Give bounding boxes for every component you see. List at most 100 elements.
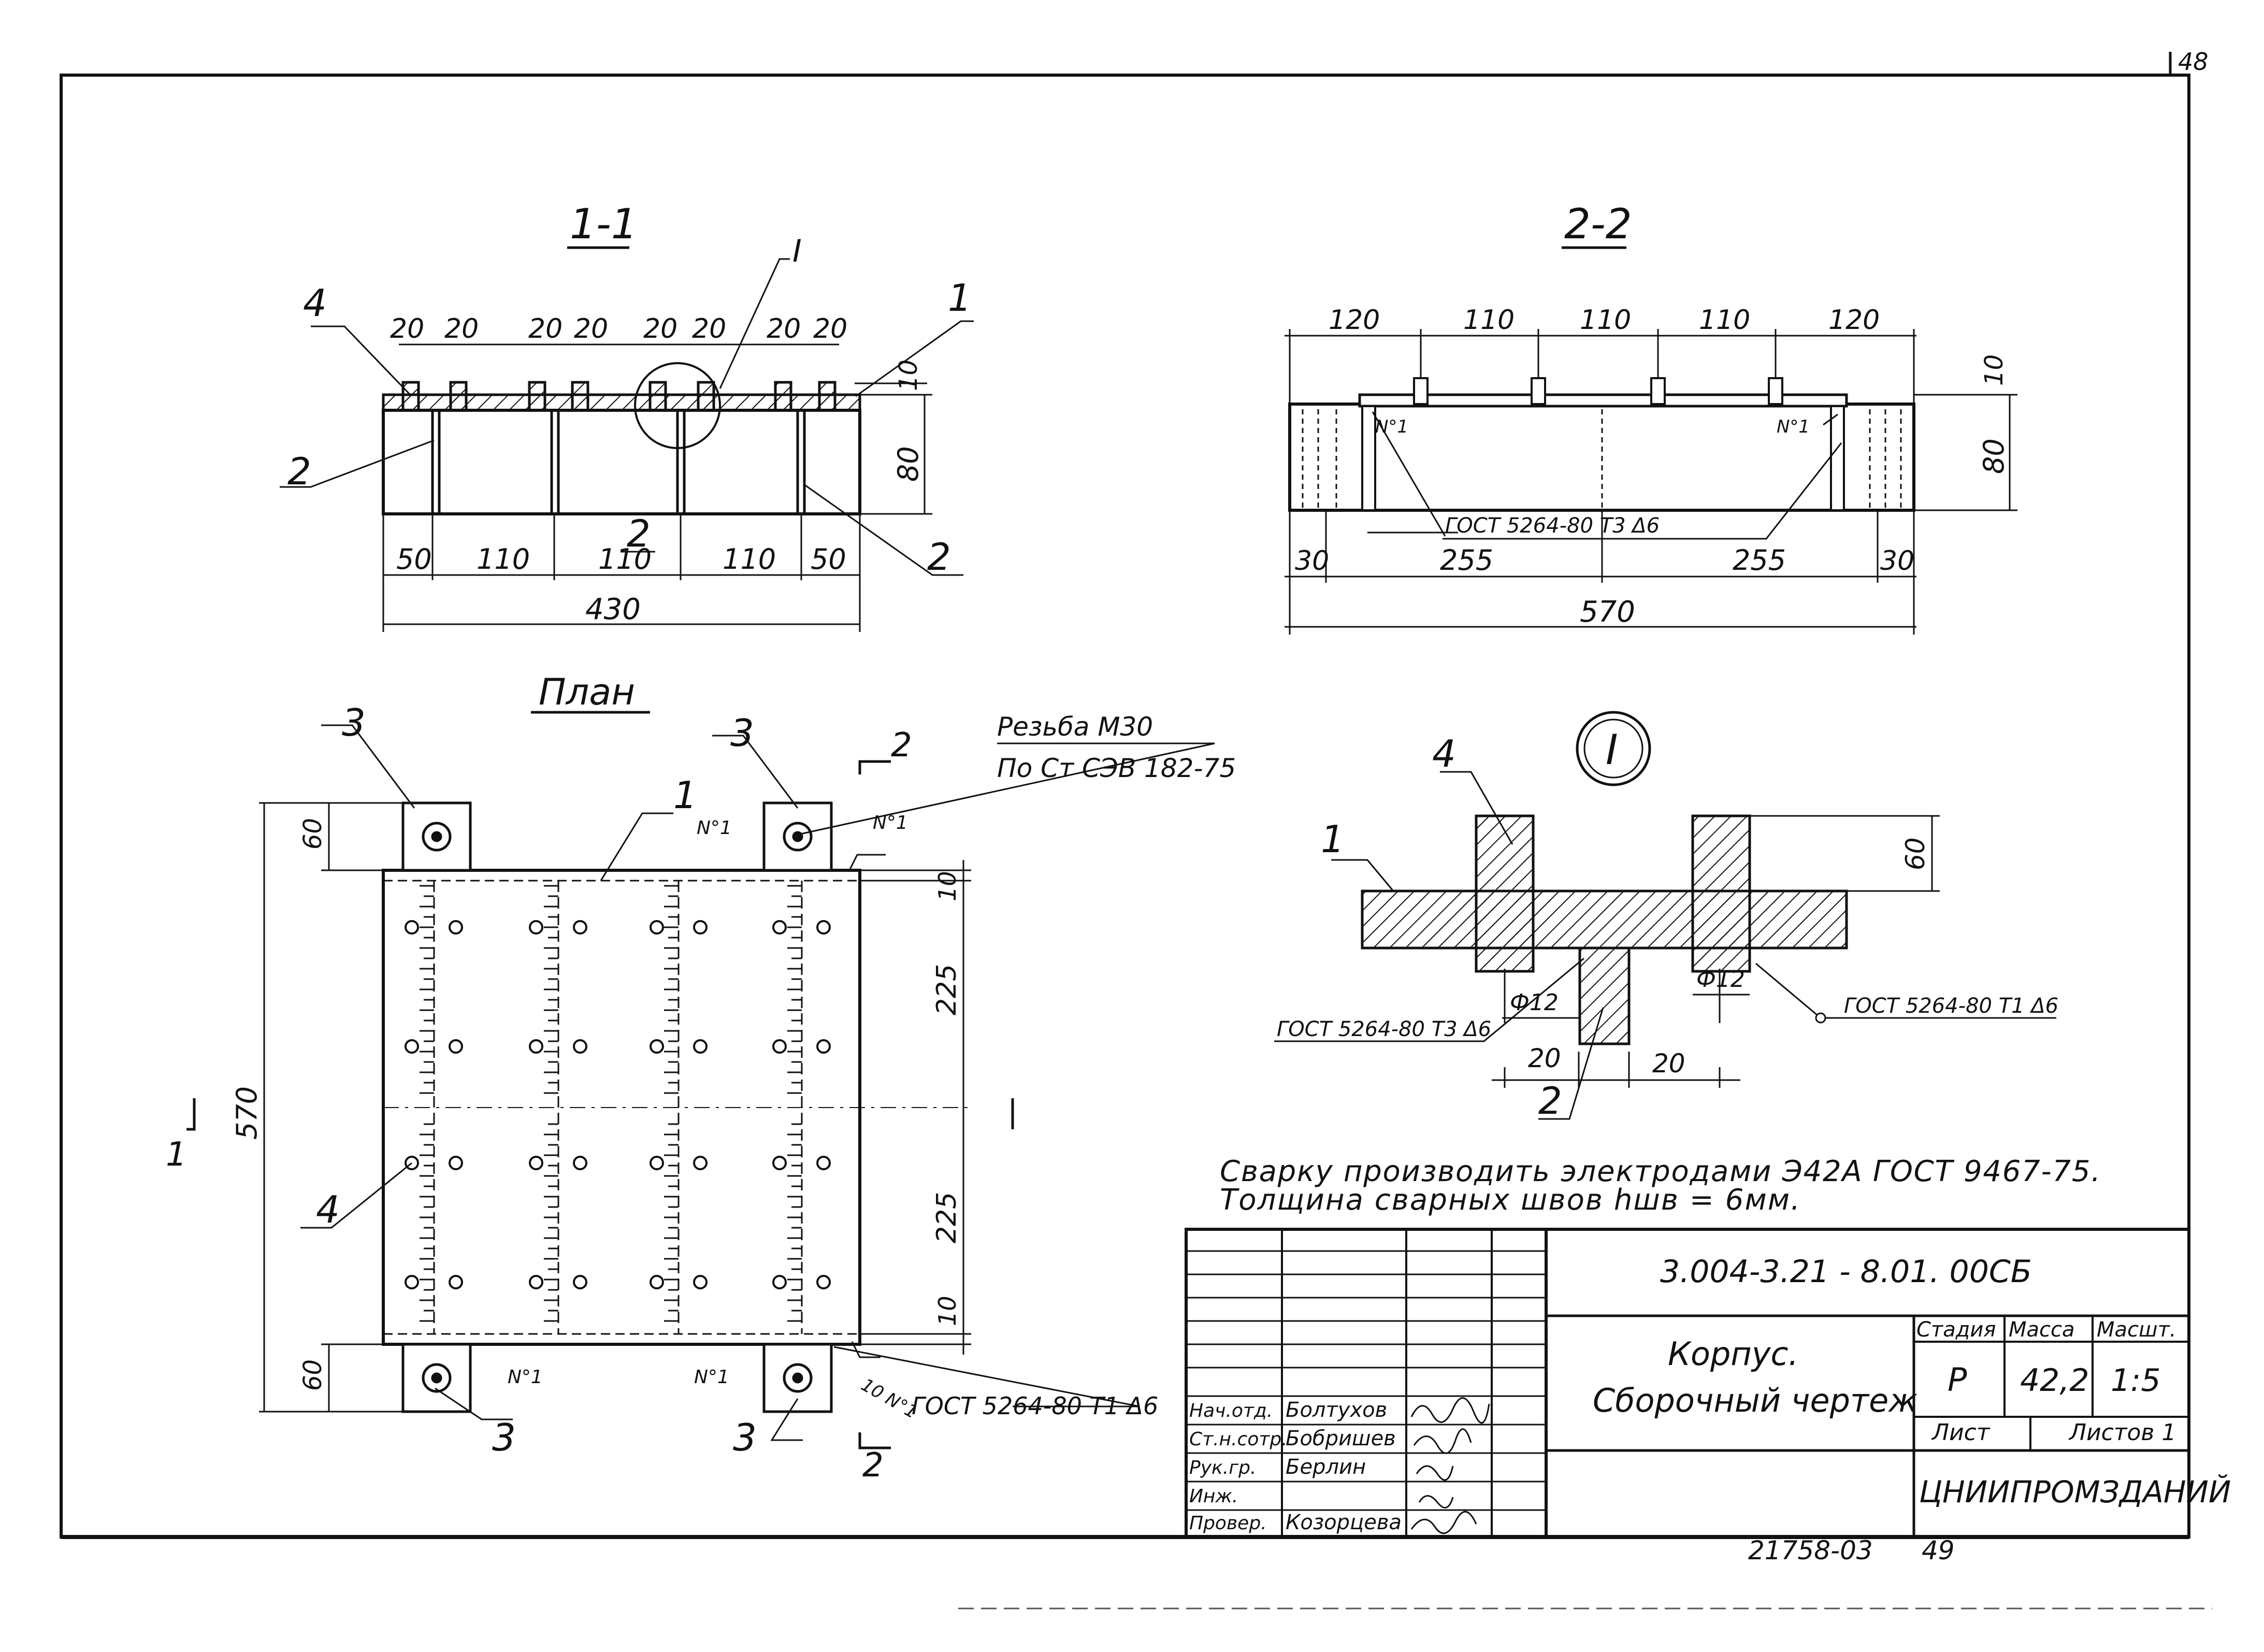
archive-number: 21758-03 [1748,1535,1873,1565]
section-1-1-callout: 2 [627,512,651,555]
weld-mark: N°1 [873,812,908,834]
sheet-label: Лист [1931,1419,1991,1446]
drawing-name: Корпус. [1668,1335,1798,1373]
callout-3: 3 [492,1416,516,1459]
section-1-1-dimension-lines [280,258,974,632]
plan-lugs [401,801,833,1413]
bottom-dim: 255 [1440,544,1493,577]
weld-note: ГОСТ 5264-80 Т1 Δ6 [912,1392,1158,1420]
section-1-1-callout: 2 [287,450,311,493]
top-dim: 20 [692,313,726,344]
side-dim: 10 [1980,354,2009,386]
bottom-dim: 30 [1880,545,1914,577]
top-dim: 20 [390,313,424,344]
top-dim: 110 [1580,305,1631,336]
sheets-label: Листов 1 [2068,1419,2176,1446]
top-dim: 120 [1329,305,1380,336]
detail-dim: 60 [1900,837,1930,870]
top-dim: 120 [1828,305,1880,336]
stage-header: Стадия [1916,1318,1996,1342]
section-2-2-bolts [1413,377,1783,405]
side-dim: 80 [1978,438,2010,474]
detail-diameter: Ф12 [1696,966,1745,993]
top-dim: 20 [444,313,479,344]
section-2-2: 2-2 [1285,200,2017,635]
scale-value: 1:5 [2111,1362,2161,1399]
stage-value: Р [1948,1361,1967,1399]
person-name: Болтухов [1286,1398,1387,1422]
right-dim: 10 [933,1296,961,1326]
bottom-dim: 255 [1733,544,1786,577]
doc-code: 3.004-3.21 - 8.01. 00СБ [1660,1254,2032,1290]
plan-title: План [539,671,635,713]
bottom-dim: 50 [811,543,846,576]
top-dim: 20 [813,313,847,344]
detail-callout: 1 [1321,817,1345,861]
callout-4: 4 [316,1188,340,1231]
bottom-dim: 30 [1295,545,1329,577]
bottom-dim: 110 [723,543,776,576]
callout-3: 3 [733,1416,757,1459]
top-dim: 20 [643,313,677,344]
plan-rib-lines [433,881,803,1334]
side-dim: 80 [892,446,925,482]
section-markers [186,760,1014,1449]
person-name: Козорцева [1286,1511,1402,1534]
thread-note: По Ст СЭВ 182-75 [997,753,1236,783]
detail-label: I [1606,726,1618,774]
section-marker: 2 [891,726,912,765]
signatures [1410,1397,1490,1534]
callout-1: 1 [673,773,697,817]
section-2-2-title: 2-2 [1564,200,1632,248]
person-name: Берлин [1286,1455,1366,1479]
callout-3: 3 [342,701,366,744]
section-1-1: 1-1 [280,200,974,632]
right-dim: 225 [931,1192,962,1243]
section-marker: 2 [862,1446,884,1485]
top-dim: 110 [1463,305,1515,336]
detail-I: I 1 4 2 60 Ф12 Ф12 20 [1274,711,2058,1123]
weld-note: ГОСТ 5264-80 Т3 Δ6 [1277,1017,1491,1041]
callout-3: 3 [730,711,754,755]
section-1-1-callout: 4 [303,281,327,325]
note-line-1: Сварку производить электродами Э42А ГОСТ… [1220,1155,2100,1188]
weld-mark: N°1 [697,817,732,839]
corner-number: 48 [2178,48,2209,76]
section-1-1-callout: I [792,233,802,269]
section-1-1-title: 1-1 [570,200,638,248]
bottom-dim: 110 [477,543,530,576]
weld-note: ГОСТ 5264-80 Т3 Δ6 [1445,514,1660,538]
plan-view: План [166,671,1236,1485]
weld-mark: N°1 [1777,416,1810,437]
mass-value: 42,2 [2020,1362,2089,1399]
overall-dim: 430 [585,593,641,626]
side-dim: 10 [894,360,923,391]
page-number: 49 [1922,1535,1955,1565]
section-1-1-callout: 2 [927,535,951,579]
plan-weld-ticks [420,885,802,1322]
title-block [1185,1228,2190,1539]
overall-dim: 570 [1580,595,1635,629]
general-notes: Сварку производить электродами Э42А ГОСТ… [1220,1155,2100,1217]
weld-mark: N°1 [508,1367,543,1388]
plan-dimension-lines [259,724,1215,1441]
left-dim: 60 [298,1359,327,1391]
left-dim: 570 [230,1086,263,1140]
drawing-name: Сборочный чертеж [1593,1382,1917,1419]
person-name: Бобришев [1286,1427,1396,1450]
role-label: Рук.гр. [1189,1457,1256,1478]
weld-mark: N°1 [1375,416,1408,437]
mass-header: Масса [2009,1318,2075,1342]
role-label: Нач.отд. [1189,1400,1273,1421]
section-2-2-plate-ends [1302,409,1902,508]
detail-callout: 4 [1432,732,1456,775]
top-dim: 20 [528,313,563,344]
detail-dimension-lines [1274,771,2056,1120]
plan-bolt-holes [405,920,831,1289]
weld-mark: N°1 [694,1367,729,1388]
thread-note: Резьба М30 [997,712,1153,742]
bottom-dim: 50 [396,543,432,576]
right-dim: 10 [933,871,961,901]
scale-header: Масшт. [2097,1318,2176,1342]
